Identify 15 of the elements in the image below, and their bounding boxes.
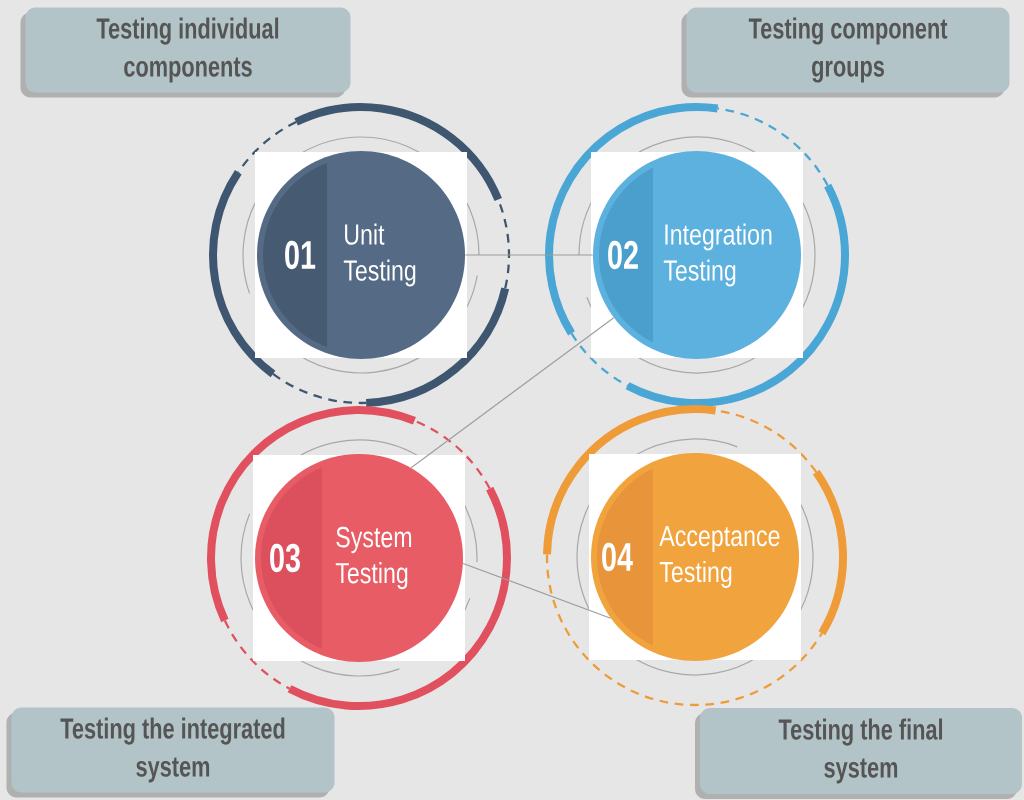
description-box: Testing individual components <box>20 7 351 98</box>
step-title: System Testing <box>335 526 412 590</box>
connector-line <box>464 254 594 256</box>
description-box: Testing the integrated system <box>6 707 335 798</box>
step-number: 04 <box>602 542 633 572</box>
step-title: Acceptance Testing <box>659 526 780 588</box>
description-box: Testing component groups <box>681 7 1010 98</box>
description-box: Testing the final system <box>695 708 1022 799</box>
step-title: Unit Testing <box>343 223 416 287</box>
connector-line <box>462 562 612 619</box>
step-number: 02 <box>608 240 638 270</box>
step-number: 01 <box>285 240 316 270</box>
connector-line <box>410 317 615 469</box>
step-title: Integration Testing <box>663 223 772 287</box>
step-number: 03 <box>270 543 300 573</box>
